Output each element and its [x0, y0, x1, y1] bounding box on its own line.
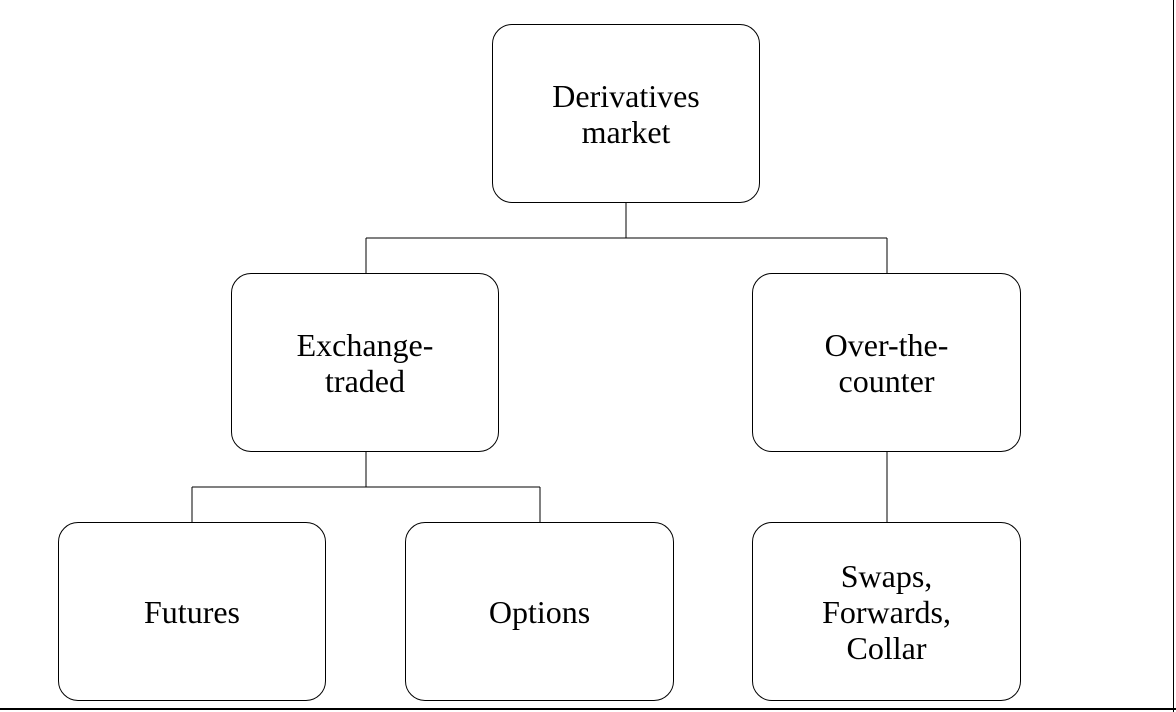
node-label: Swaps, Forwards, Collar — [822, 557, 951, 666]
node-label: Over-the- counter — [824, 326, 949, 399]
node-label: Exchange- traded — [296, 326, 434, 399]
frame-border-bottom — [0, 708, 1176, 710]
node-swaps-forwards-collar: Swaps, Forwards, Collar — [752, 522, 1021, 701]
node-futures: Futures — [58, 522, 326, 701]
node-exchange-traded: Exchange- traded — [231, 273, 499, 452]
frame-border-right — [1173, 0, 1174, 712]
node-over-the-counter: Over-the- counter — [752, 273, 1021, 452]
node-label: Derivatives market — [552, 77, 700, 150]
node-derivatives-market: Derivatives market — [492, 24, 760, 203]
node-label: Futures — [144, 593, 240, 630]
node-options: Options — [405, 522, 674, 701]
node-label: Options — [488, 593, 591, 630]
